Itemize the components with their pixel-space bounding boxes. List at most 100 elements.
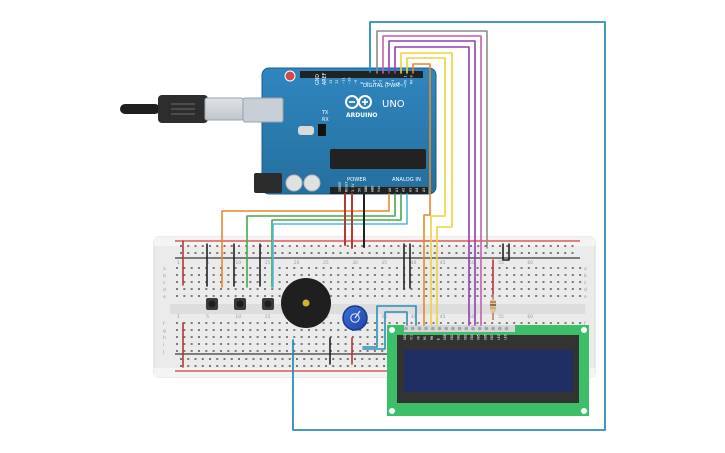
breadboard-row-label: d bbox=[163, 287, 166, 293]
breadboard-hole bbox=[417, 274, 420, 276]
breadboard-hole bbox=[307, 329, 310, 331]
wire-purple-top-2 bbox=[394, 46, 470, 326]
breadboard-hole bbox=[278, 295, 281, 297]
rail-hole bbox=[216, 358, 219, 360]
rail-hole bbox=[404, 245, 407, 247]
breadboard-column-number-bottom: 10 bbox=[235, 314, 241, 320]
rail-hole bbox=[303, 365, 306, 367]
breadboard-hole bbox=[527, 267, 530, 269]
rail-hole bbox=[368, 252, 371, 254]
breadboard-hole bbox=[285, 322, 288, 324]
rail-hole bbox=[325, 358, 327, 360]
breadboard-hole bbox=[381, 267, 384, 269]
breadboard-hole bbox=[263, 350, 266, 352]
rail-hole bbox=[201, 365, 204, 367]
rail-hole bbox=[499, 245, 501, 247]
breadboard-hole bbox=[359, 288, 362, 290]
breadboard-hole bbox=[227, 350, 230, 352]
wire-right-black-rail bbox=[502, 243, 510, 261]
breadboard-hole bbox=[454, 281, 457, 283]
analog-label: ANALOG IN bbox=[392, 177, 421, 183]
lcd-screen bbox=[404, 350, 573, 392]
breadboard-column-number-bottom: 55 bbox=[498, 314, 504, 320]
breadboard-hole bbox=[190, 288, 193, 290]
breadboard-hole bbox=[219, 350, 222, 352]
rail-hole bbox=[354, 358, 356, 360]
breadboard-hole bbox=[366, 343, 369, 345]
breadboard-column-number-bottom: 45 bbox=[440, 314, 446, 320]
breadboard-hole bbox=[557, 322, 560, 324]
breadboard-hole bbox=[263, 288, 266, 290]
breadboard-hole bbox=[447, 288, 450, 290]
breadboard-hole bbox=[359, 274, 362, 276]
breadboard-hole bbox=[300, 336, 303, 338]
lcd-pin-label: V0 bbox=[416, 336, 420, 340]
breadboard-hole bbox=[241, 336, 244, 338]
digital-pin-label: 13 bbox=[329, 80, 333, 84]
breadboard-hole bbox=[234, 274, 237, 276]
breadboard-hole bbox=[557, 281, 560, 283]
breadboard-hole bbox=[176, 336, 178, 338]
breadboard-hole bbox=[461, 288, 464, 290]
rail-hole bbox=[470, 245, 472, 247]
breadboard-hole bbox=[205, 295, 208, 297]
breadboard-hole bbox=[542, 322, 545, 324]
breadboard-column-number-top: 10 bbox=[235, 260, 241, 266]
breadboard-hole bbox=[256, 343, 259, 345]
usb-port bbox=[242, 97, 284, 123]
buzzer-center bbox=[302, 299, 310, 307]
breadboard-hole bbox=[520, 288, 523, 290]
lcd-mount-hole-bottom-right bbox=[581, 408, 587, 414]
breadboard-hole bbox=[579, 274, 582, 276]
rail-hole bbox=[187, 365, 190, 367]
breadboard-hole bbox=[366, 281, 369, 283]
breadboard-hole bbox=[271, 336, 274, 338]
rail-hole bbox=[238, 358, 240, 360]
breadboard-hole bbox=[351, 343, 354, 345]
lcd-pin-label: RW bbox=[430, 336, 434, 340]
lcd-pin-label: E bbox=[437, 338, 441, 340]
rail-hole bbox=[448, 252, 451, 254]
rail-hole bbox=[296, 252, 298, 254]
breadboard-hole bbox=[183, 295, 186, 297]
breadboard-hole bbox=[219, 274, 222, 276]
breadboard-hole bbox=[498, 274, 501, 276]
breadboard-hole bbox=[176, 343, 178, 345]
rail-hole bbox=[383, 245, 385, 247]
breadboard-hole bbox=[249, 343, 252, 345]
breadboard-hole bbox=[256, 274, 259, 276]
breadboard-hole bbox=[271, 288, 274, 290]
rail-hole bbox=[238, 365, 240, 367]
resistor-body bbox=[490, 299, 496, 313]
breadboard-row-label: a bbox=[163, 267, 166, 272]
rail-hole bbox=[194, 252, 197, 254]
logo-right-loop bbox=[358, 95, 372, 109]
breadboard-hole bbox=[337, 274, 340, 276]
breadboard-hole bbox=[234, 350, 237, 352]
power-pin-label: IOREF bbox=[338, 181, 342, 192]
breadboard-hole bbox=[256, 329, 259, 331]
rail-hole bbox=[375, 358, 378, 360]
breadboard-hole bbox=[395, 322, 398, 324]
breadboard-hole bbox=[176, 267, 178, 269]
breadboard-hole bbox=[373, 350, 376, 352]
breadboard-hole bbox=[549, 288, 552, 290]
rail-hole bbox=[506, 245, 509, 247]
breadboard-hole bbox=[403, 322, 406, 324]
push-button-3-cap bbox=[264, 300, 272, 308]
power-label: POWER bbox=[347, 177, 367, 183]
breadboard-hole bbox=[432, 288, 435, 290]
digital-pin-label: ~10 bbox=[348, 78, 352, 85]
breadboard-hole bbox=[197, 288, 200, 290]
rail-hole bbox=[361, 358, 364, 360]
breadboard-hole bbox=[469, 274, 472, 276]
breadboard-hole bbox=[278, 329, 281, 331]
breadboard-column-number-top: 15 bbox=[265, 260, 271, 266]
breadboard-hole bbox=[527, 295, 530, 297]
rail-hole bbox=[390, 245, 393, 247]
breadboard-hole bbox=[395, 267, 398, 269]
breadboard-hole bbox=[183, 350, 186, 352]
breadboard-hole bbox=[278, 322, 281, 324]
breadboard-hole bbox=[469, 322, 472, 324]
wire-pink-top bbox=[382, 35, 482, 326]
